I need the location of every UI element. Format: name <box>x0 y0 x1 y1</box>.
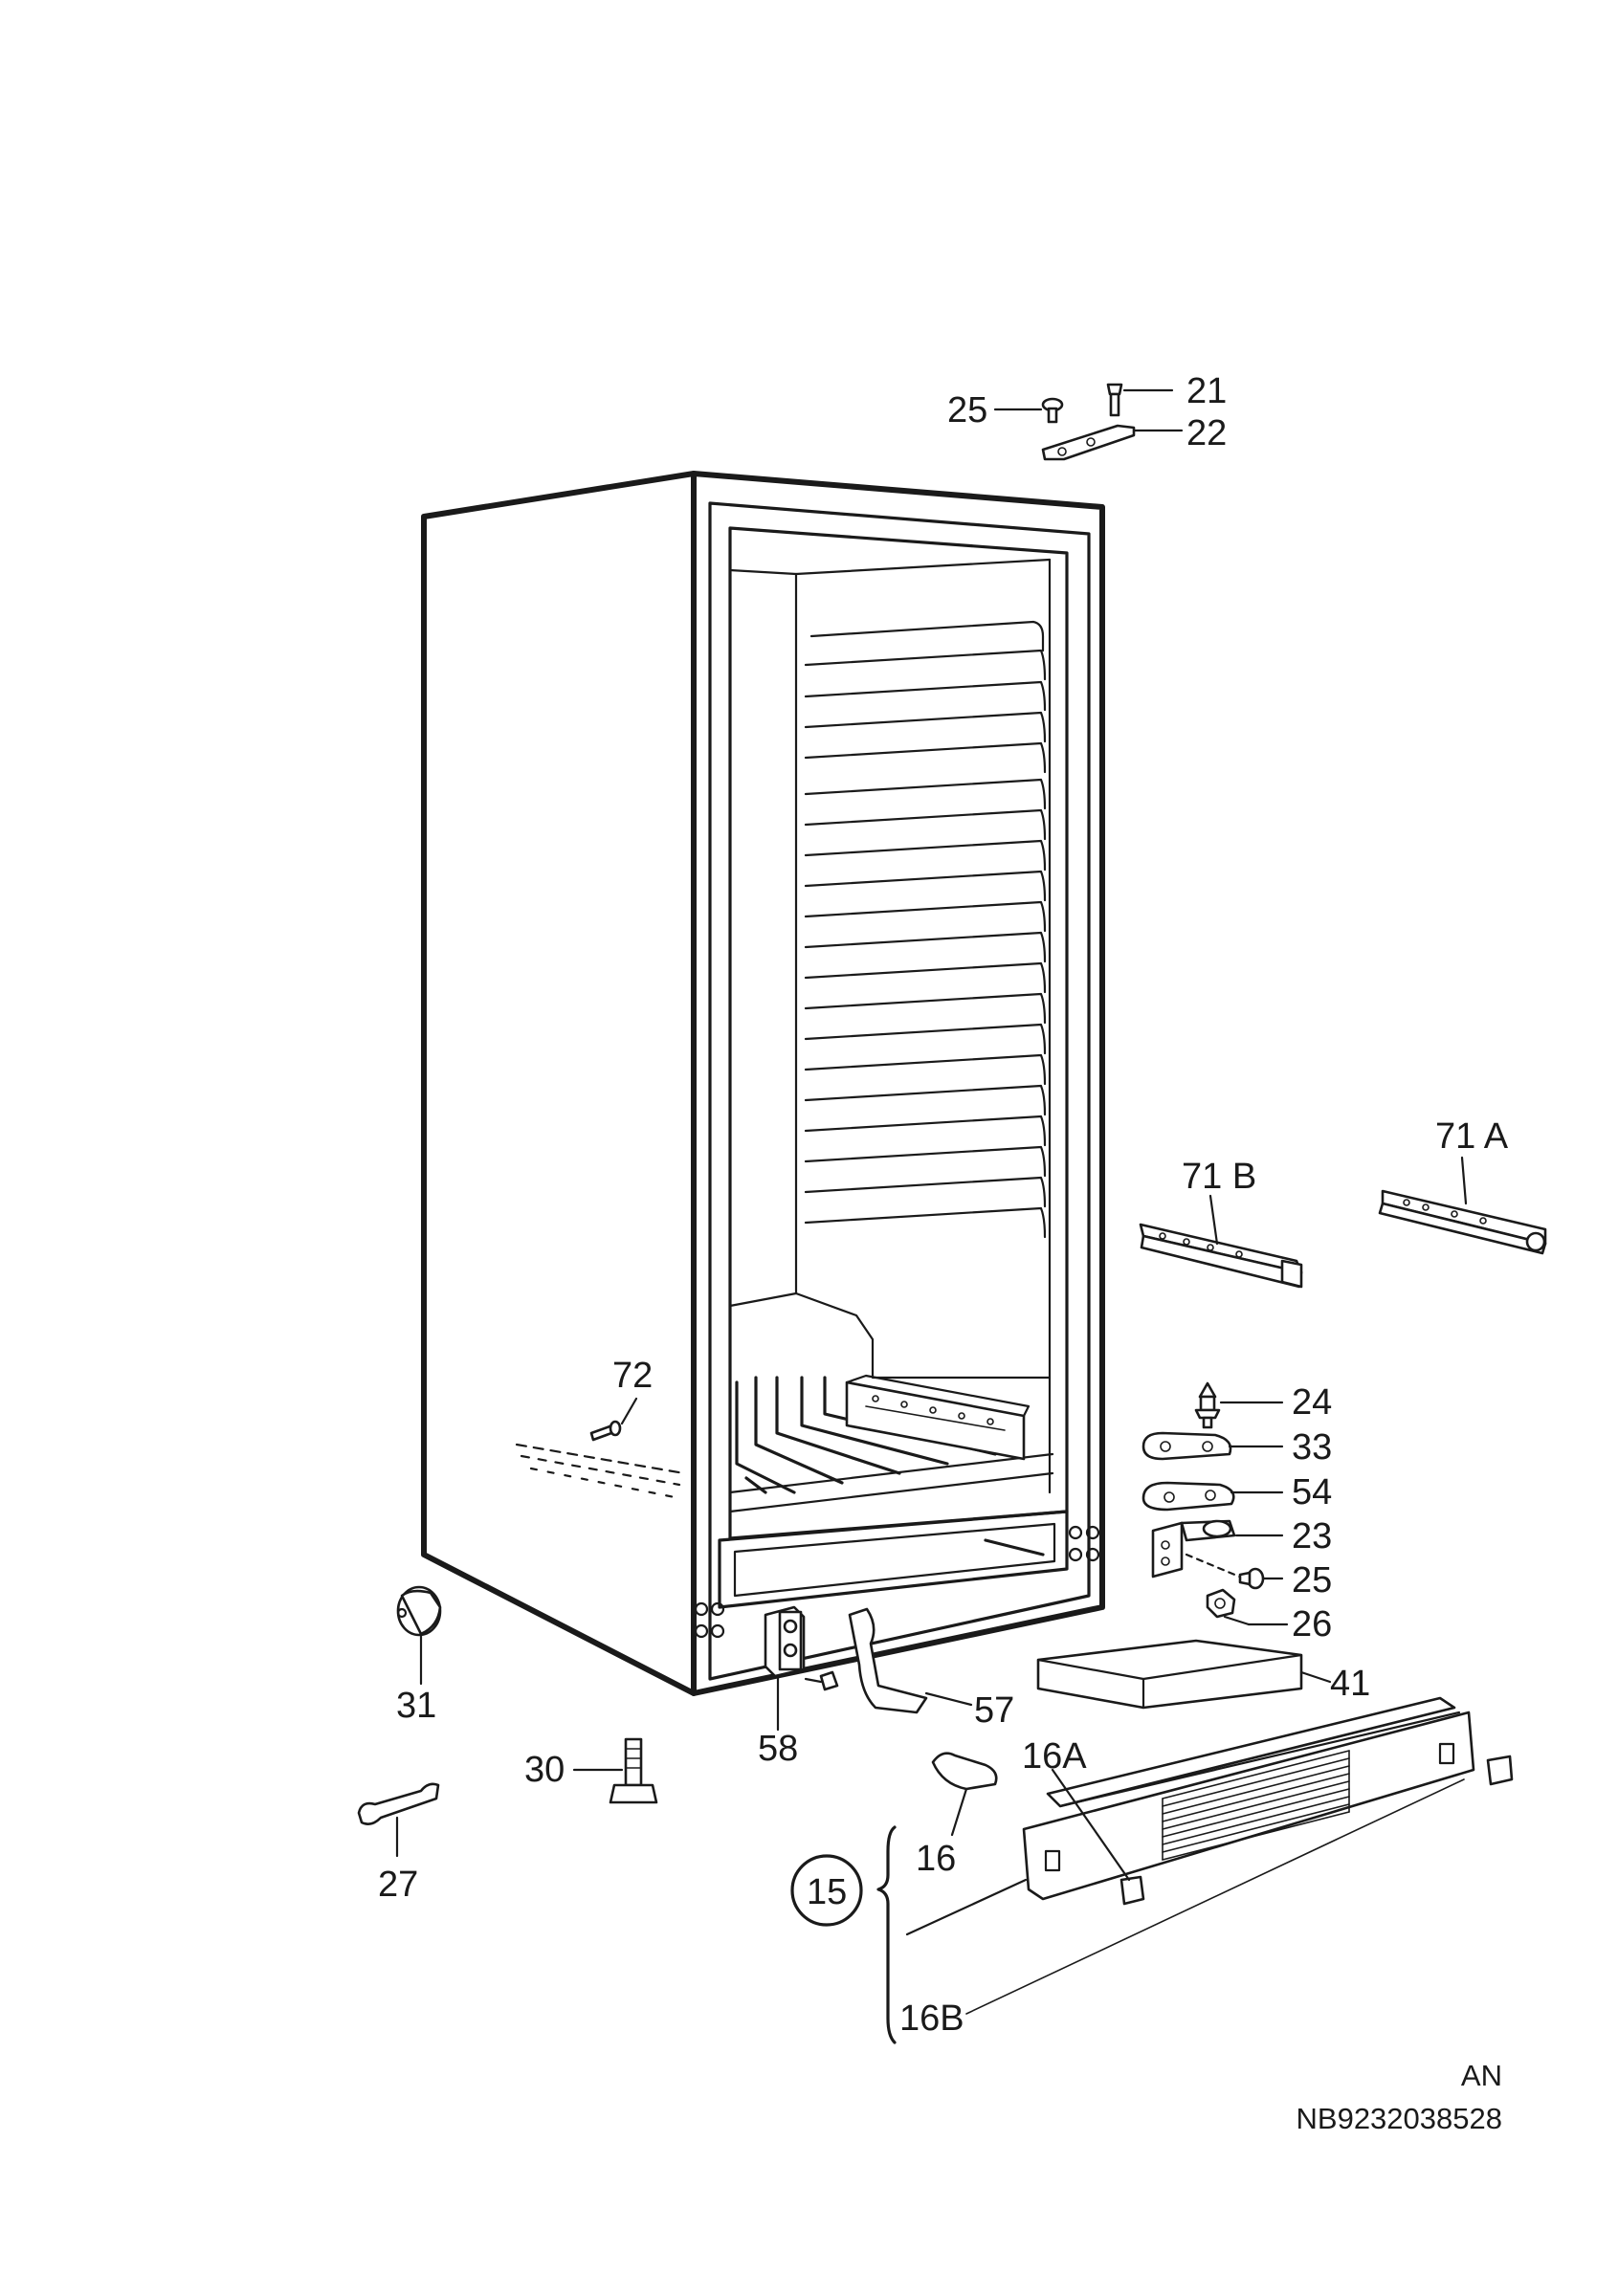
hinge-stack <box>1141 1381 1289 1626</box>
label-22: 22 <box>1186 413 1227 453</box>
label-16: 16 <box>916 1839 956 1879</box>
top-hinge-parts <box>993 383 1184 461</box>
kick-plate-15 <box>1022 1696 1475 1901</box>
label-58: 58 <box>758 1729 798 1769</box>
cabinet-body <box>421 471 1105 1696</box>
label-25-top: 25 <box>947 390 987 430</box>
label-16B: 16B <box>899 1998 964 2039</box>
label-54: 54 <box>1292 1472 1332 1512</box>
label-71A: 71 A <box>1435 1116 1509 1157</box>
label-21: 21 <box>1186 371 1227 411</box>
label-24: 24 <box>1292 1382 1332 1423</box>
bumper-31 <box>396 1585 442 1686</box>
wrench-27 <box>357 1782 440 1858</box>
label-33: 33 <box>1292 1427 1332 1468</box>
label-27: 27 <box>378 1865 418 1905</box>
screw-72 <box>589 1397 638 1442</box>
label-23: 23 <box>1292 1516 1332 1556</box>
label-15: 15 <box>807 1872 847 1912</box>
side-mount-holes <box>515 1443 686 1499</box>
footer-code: AN <box>1461 2059 1502 2092</box>
label-26: 26 <box>1292 1604 1332 1645</box>
label-57: 57 <box>974 1690 1014 1731</box>
footer-ref: NB9232038528 <box>1297 2102 1502 2135</box>
group-15-brace <box>790 1778 1465 2044</box>
drawing-footer: AN NB9232038528 <box>1297 2059 1502 2135</box>
caps-16A <box>1051 1755 1514 1906</box>
label-31: 31 <box>396 1686 436 1726</box>
label-71B: 71 B <box>1182 1157 1256 1197</box>
clip-16 <box>931 1752 998 1837</box>
bottom-coils <box>735 1374 1031 1494</box>
adjustable-foot-30 <box>572 1737 658 1804</box>
label-41: 41 <box>1330 1664 1370 1704</box>
rail-71B <box>1139 1194 1303 1289</box>
block-41 <box>1036 1639 1332 1710</box>
shelf-rails <box>804 620 1047 1239</box>
part-labels: 21 22 25 71 A 71 B 72 24 33 54 23 25 26 … <box>378 371 1509 2039</box>
label-72: 72 <box>612 1356 653 1396</box>
rail-71A <box>1378 1156 1547 1255</box>
label-25-mid: 25 <box>1292 1560 1332 1601</box>
label-16A: 16A <box>1022 1736 1087 1777</box>
label-30: 30 <box>524 1750 565 1790</box>
lower-hinge-57-58 <box>764 1605 973 1732</box>
